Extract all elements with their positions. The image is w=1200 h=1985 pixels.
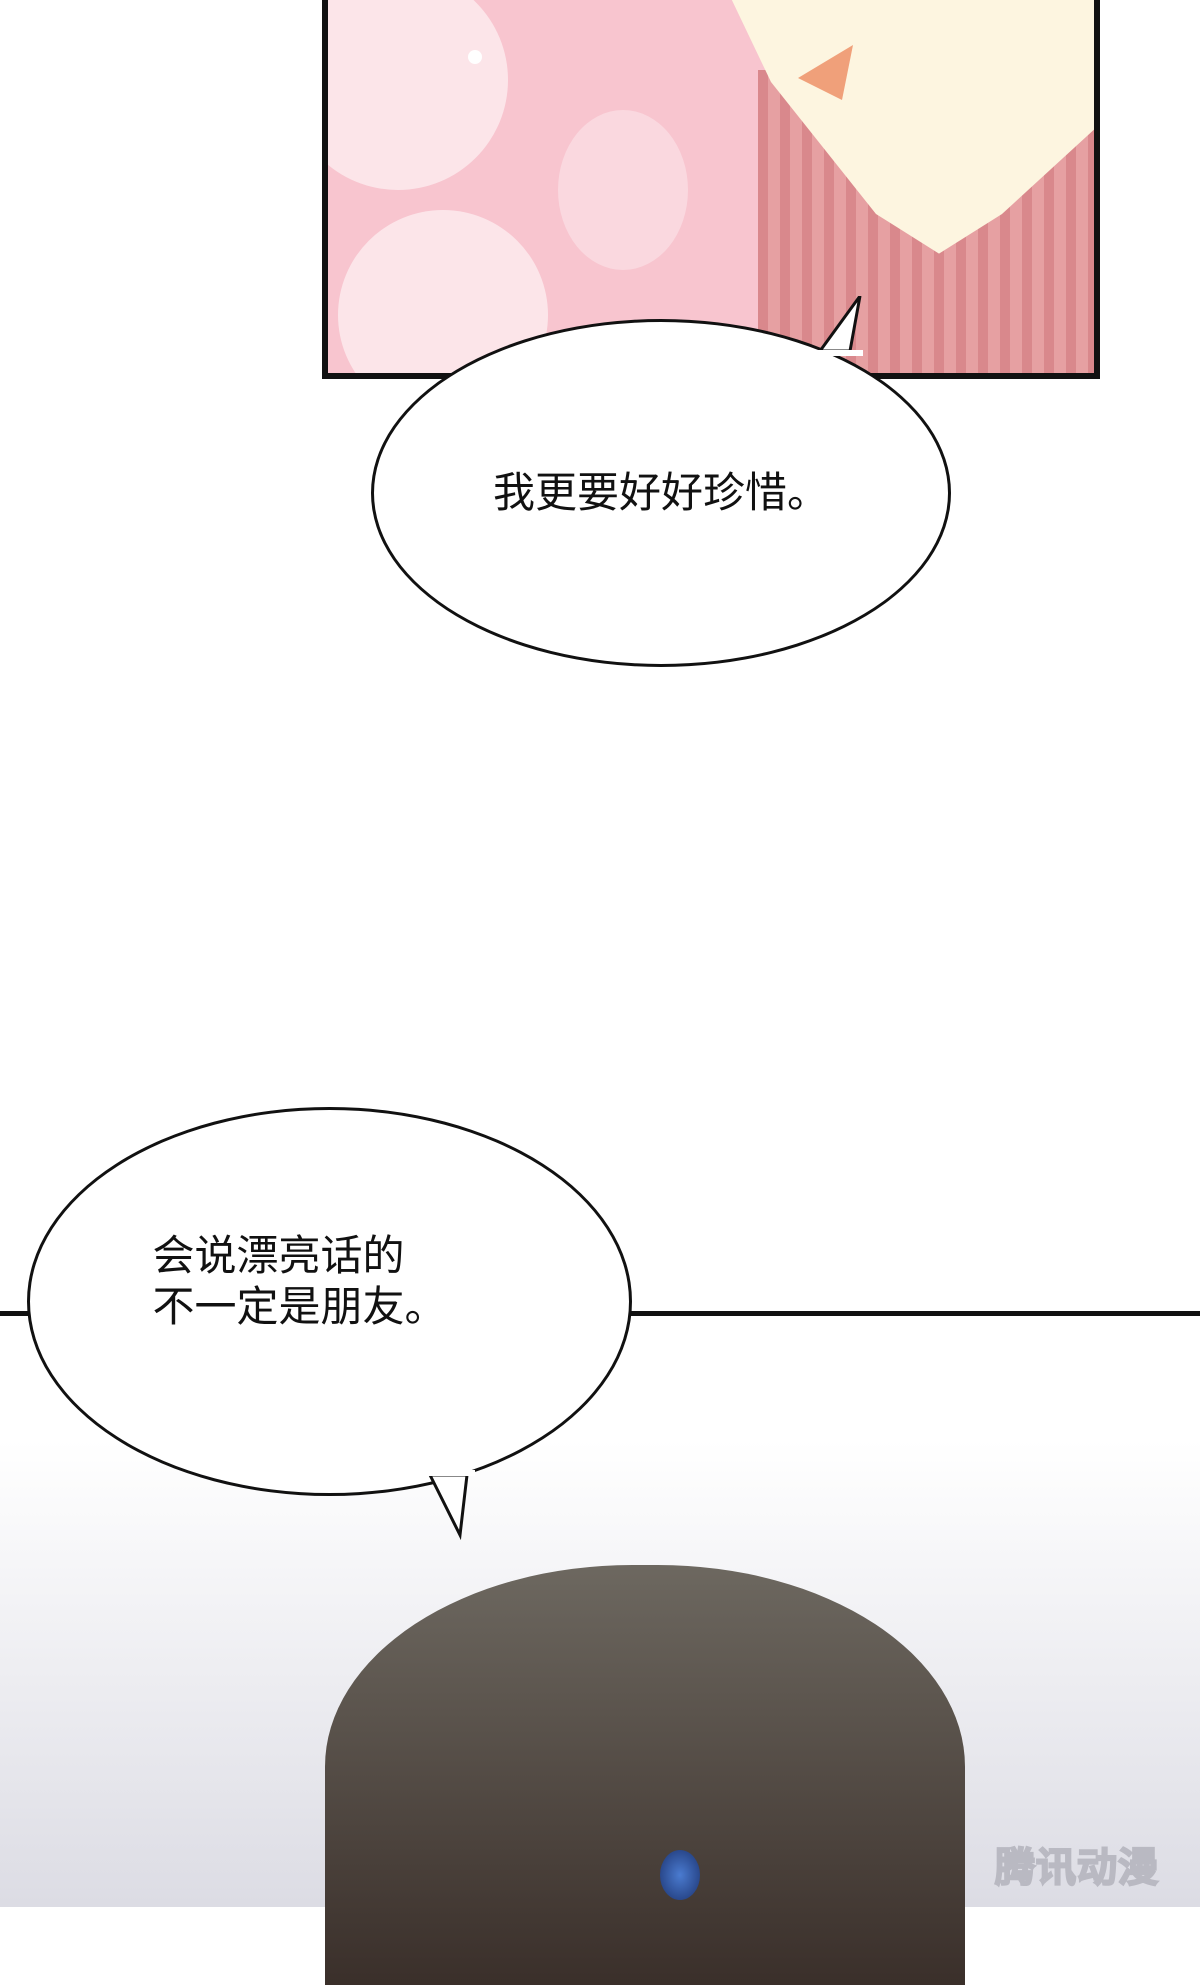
bokeh-light (468, 50, 482, 64)
bokeh-light (558, 110, 688, 270)
character-eye (660, 1850, 700, 1900)
comic-panel-top (322, 0, 1100, 379)
speech-bubble-2-tail (425, 1470, 475, 1540)
speech-text-2: 会说漂亮话的 不一定是朋友。 (152, 1231, 447, 1331)
watermark-logo: 腾讯动漫 (994, 1844, 1159, 1892)
speech-text-1: 我更要好好珍惜。 (492, 467, 829, 517)
speech-bubble-1-tail (817, 296, 863, 356)
bokeh-light (328, 0, 508, 190)
speech-bubble-2: 会说漂亮话的 不一定是朋友。 (27, 1107, 632, 1496)
character-hair-dark (325, 1565, 965, 1985)
speech-bubble-1: 我更要好好珍惜。 (371, 319, 951, 667)
